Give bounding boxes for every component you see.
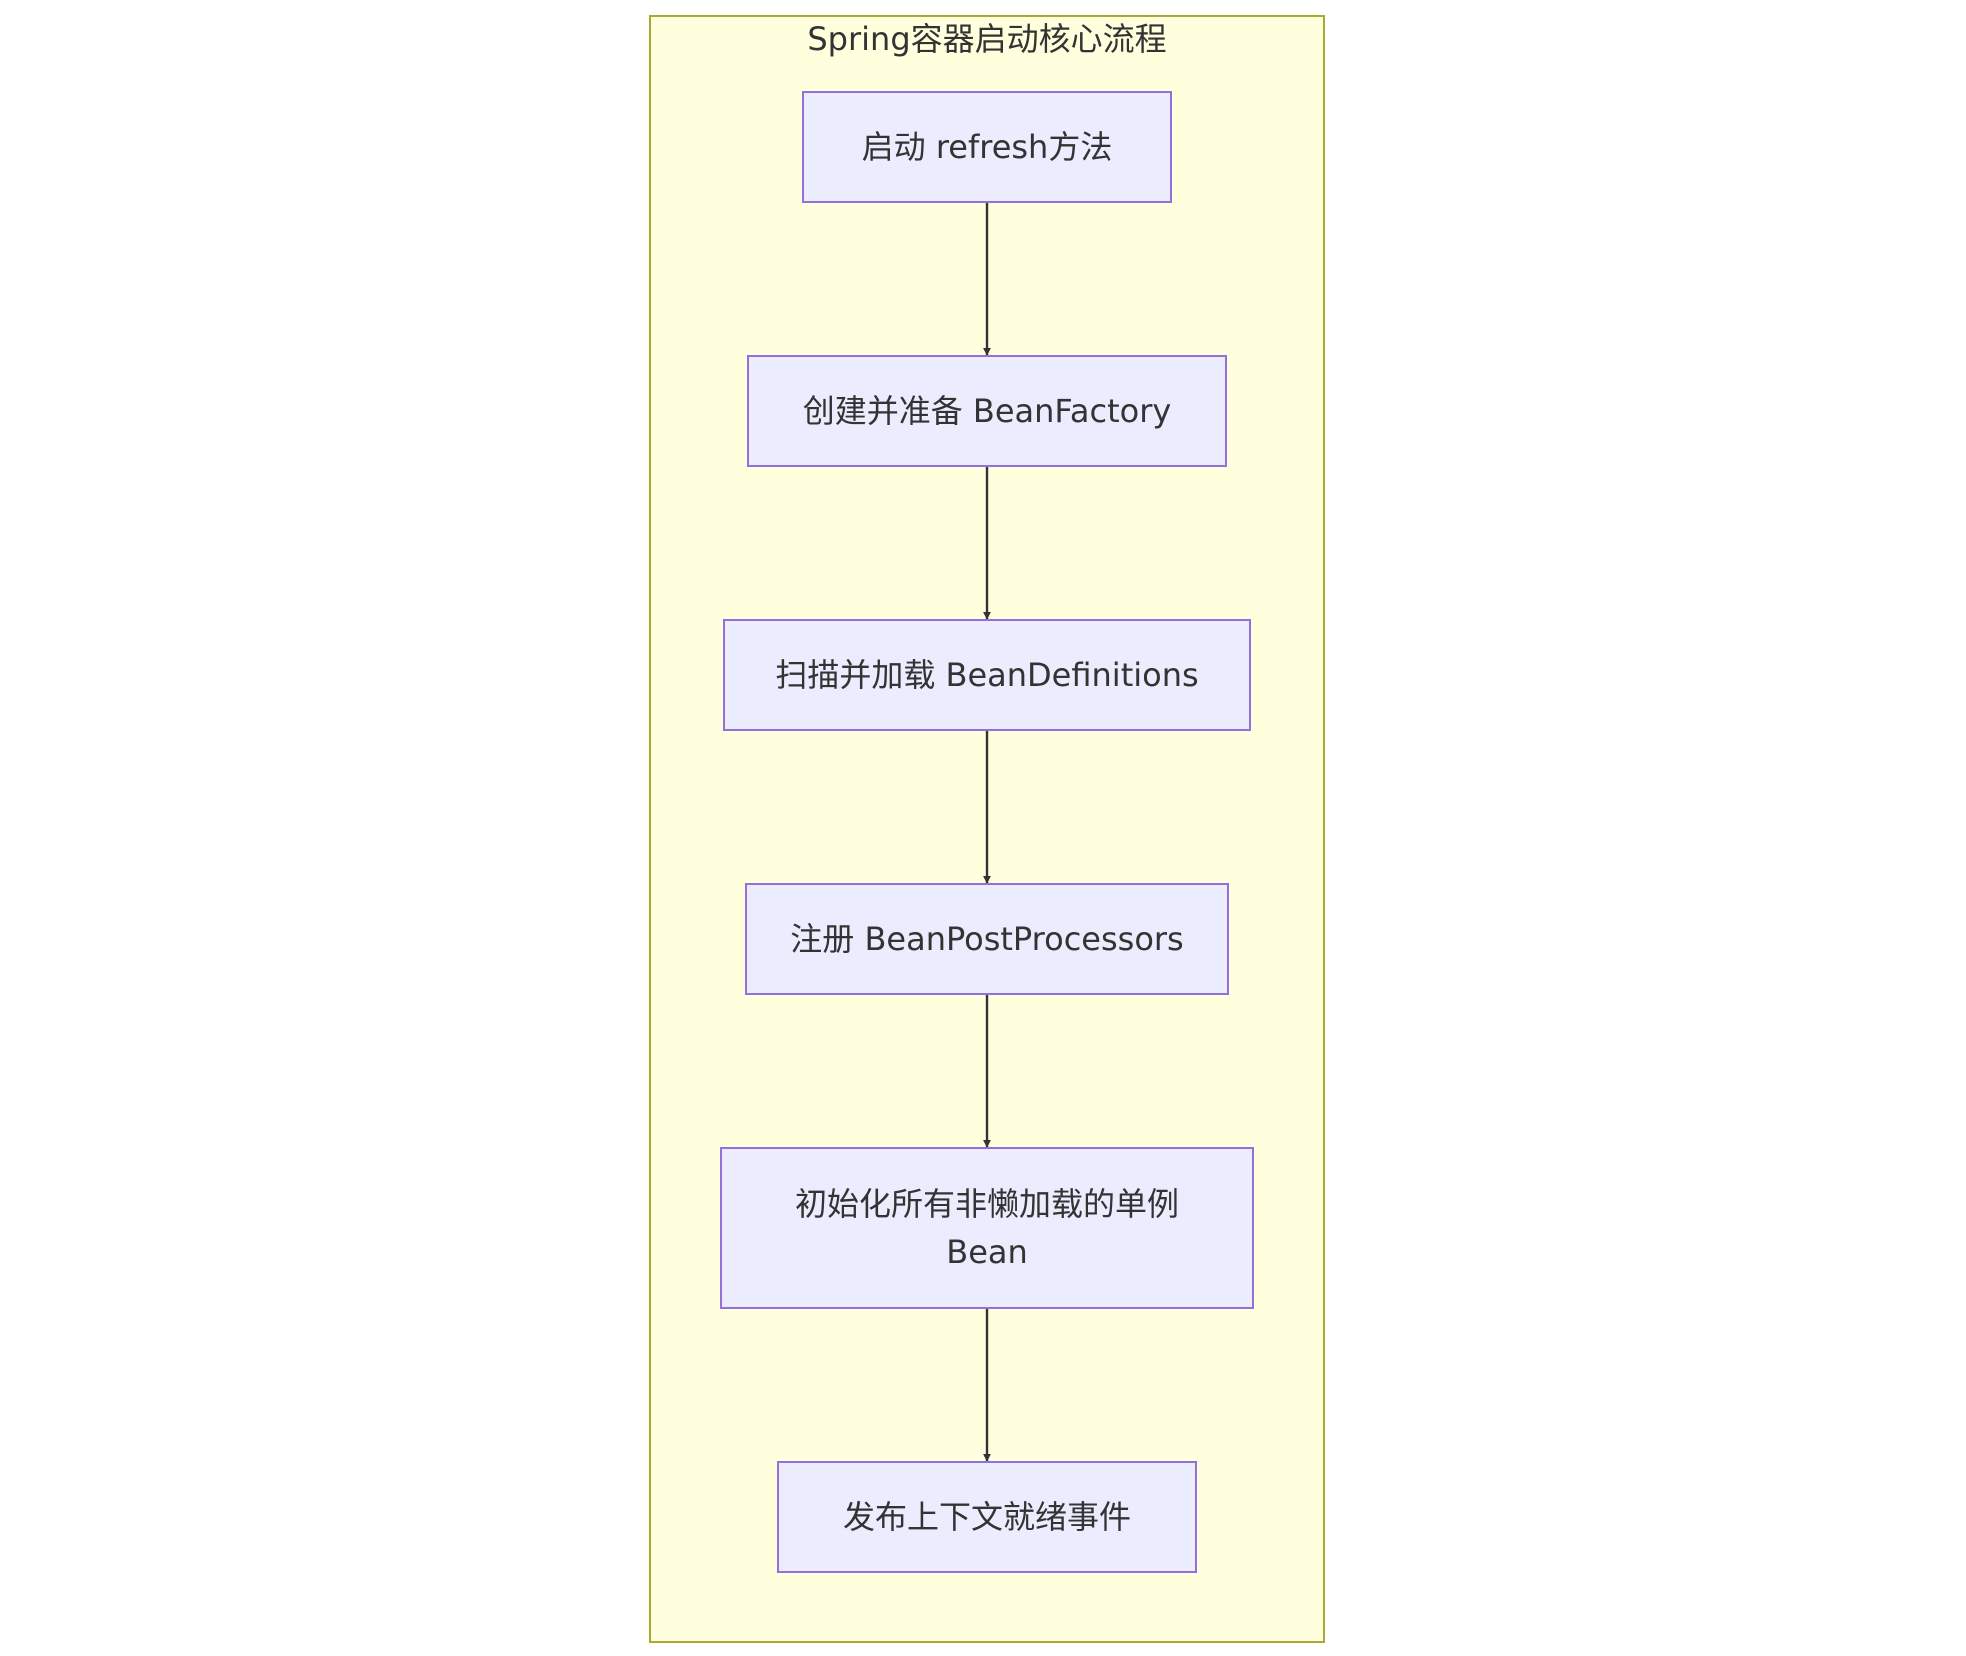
step-node-bean-definitions: 扫描并加载 BeanDefinitions	[723, 619, 1251, 731]
step-node-post-processors: 注册 BeanPostProcessors	[745, 883, 1229, 995]
step-node-bean-factory: 创建并准备 BeanFactory	[747, 355, 1227, 467]
cluster-title: Spring容器启动核心流程	[807, 20, 1166, 58]
step-label: 启动 refresh方法	[862, 128, 1113, 166]
step-label-line: Bean	[946, 1233, 1028, 1271]
step-label: 扫描并加载 BeanDefinitions	[775, 656, 1198, 694]
step-label: 创建并准备 BeanFactory	[803, 392, 1172, 430]
step-box	[720, 1147, 1254, 1309]
step-node-singletons: 初始化所有非懒加载的单例 Bean	[720, 1147, 1254, 1309]
step-node-context-ready: 发布上下文就绪事件	[777, 1461, 1197, 1573]
step-label: 初始化所有非懒加载的单例 Bean	[795, 1185, 1179, 1271]
step-box	[723, 619, 1251, 731]
step-box	[777, 1461, 1197, 1573]
step-box	[745, 883, 1229, 995]
step-node-start: 启动 refresh方法	[802, 91, 1172, 203]
step-box	[802, 91, 1172, 203]
step-label: 发布上下文就绪事件	[843, 1498, 1131, 1536]
step-box	[747, 355, 1227, 467]
step-label: 注册 BeanPostProcessors	[790, 920, 1183, 958]
step-label-line: 初始化所有非懒加载的单例	[795, 1185, 1179, 1223]
